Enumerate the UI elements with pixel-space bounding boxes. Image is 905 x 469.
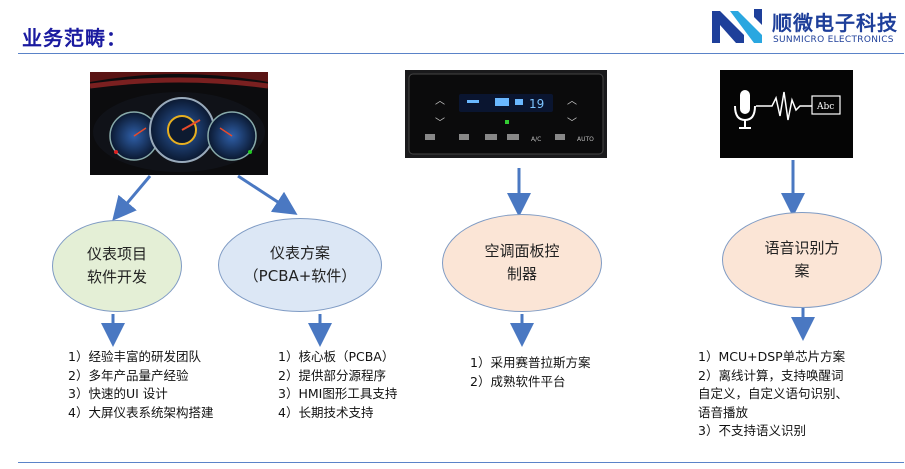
list-item: 1）核心板（PCBA） bbox=[278, 349, 395, 364]
list-item: 3）HMI图形工具支持 bbox=[278, 386, 398, 401]
node-label-line: 语音识别方 bbox=[764, 239, 840, 257]
svg-text:︿: ︿ bbox=[435, 96, 445, 107]
list-item: 语音播放 bbox=[698, 404, 749, 420]
logo-name-en: SUNMICRO ELECTRONICS bbox=[773, 35, 894, 45]
list-item: 4）大屏仪表系统架构搭建 bbox=[68, 404, 214, 420]
list-cluster-software: 1）经验丰富的研发团队 2）多年产品量产经验 3）快速的UI 设计 4）大屏仪表… bbox=[68, 348, 213, 422]
footer-divider bbox=[18, 462, 904, 463]
ac-temp-readout: 19 bbox=[529, 97, 544, 111]
node-label-line: 仪表方案 bbox=[269, 244, 330, 262]
company-logo-icon bbox=[712, 9, 762, 43]
arrow-dashboard-to-software bbox=[112, 175, 152, 221]
node-label-line: （PCBA+软件） bbox=[243, 267, 357, 285]
list-item: 3）不支持语义识别 bbox=[698, 423, 806, 438]
ac-panel-photo: ︿ ﹀ ︿ ﹀ 19 A/C AUTO bbox=[405, 70, 607, 158]
arrow-dashboard-to-solution bbox=[237, 174, 298, 215]
list-item: 4）长期技术支持 bbox=[278, 404, 374, 420]
list-item: 2）离线计算，支持唤醒词 bbox=[698, 367, 844, 383]
list-item: 2）提供部分源程序 bbox=[278, 367, 386, 383]
list-item: 2）成熟软件平台 bbox=[470, 373, 566, 389]
node-label-line: 软件开发 bbox=[86, 268, 147, 286]
dashboard-photo bbox=[90, 72, 268, 175]
list-item: 1）经验丰富的研发团队 bbox=[68, 349, 201, 364]
svg-text:︿: ︿ bbox=[567, 96, 577, 107]
list-item: 1）采用赛普拉斯方案 bbox=[470, 355, 591, 370]
list-item: 自定义，自定义语句识别、 bbox=[698, 386, 849, 401]
ac-button-label: AUTO bbox=[577, 136, 594, 143]
node-cluster-software: 仪表项目 软件开发 bbox=[52, 220, 182, 312]
node-label-line: 空调面板控 bbox=[484, 242, 560, 260]
header-divider bbox=[18, 53, 904, 54]
svg-text:﹀: ﹀ bbox=[567, 117, 577, 129]
node-label-line: 仪表项目 bbox=[86, 245, 147, 263]
node-cluster-solution: 仪表方案 （PCBA+软件） bbox=[218, 218, 382, 312]
list-item: 2）多年产品量产经验 bbox=[68, 367, 189, 383]
list-cluster-solution: 1）核心板（PCBA） 2）提供部分源程序 3）HMI图形工具支持 4）长期技术… bbox=[278, 348, 397, 422]
node-label-line: 案 bbox=[794, 262, 810, 280]
node-voice-solution: 语音识别方 案 bbox=[722, 212, 882, 308]
voice-caption-text: Abc bbox=[816, 102, 834, 112]
svg-text:﹀: ﹀ bbox=[435, 117, 445, 129]
ac-button-label: A/C bbox=[531, 136, 541, 143]
voice-graphic: Abc bbox=[720, 70, 853, 158]
node-label-line: 制器 bbox=[506, 265, 537, 283]
page-title: 业务范畴： bbox=[22, 26, 127, 50]
list-item: 3）快速的UI 设计 bbox=[68, 386, 168, 401]
logo-name-cn: 顺微电子科技 bbox=[772, 11, 898, 35]
list-voice-solution: 1）MCU+DSP单芯片方案 2）离线计算，支持唤醒词 自定义，自定义语句识别、… bbox=[698, 348, 848, 441]
list-item: 1）MCU+DSP单芯片方案 bbox=[698, 349, 846, 364]
node-ac-controller: 空调面板控 制器 bbox=[442, 214, 602, 312]
list-ac-controller: 1）采用赛普拉斯方案 2）成熟软件平台 bbox=[470, 354, 590, 391]
